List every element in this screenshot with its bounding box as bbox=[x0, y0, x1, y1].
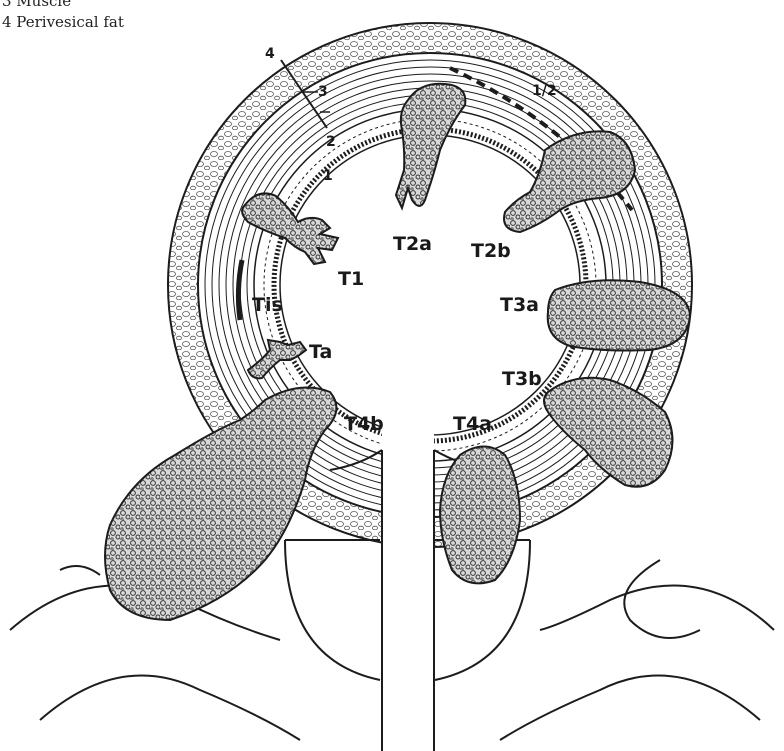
layer-number-1: 1 bbox=[323, 168, 333, 184]
stage-label-t3a: T3a bbox=[500, 294, 539, 316]
stage-label-ta: Ta bbox=[309, 341, 332, 363]
stage-label-t2b: T2b bbox=[471, 240, 511, 262]
tumor-t3a bbox=[548, 280, 690, 350]
stage-label-t4a: T4a bbox=[453, 413, 492, 435]
stage-label-t4b: T4b bbox=[344, 413, 384, 435]
legend-item-muscle: 3 Muscle bbox=[2, 0, 71, 10]
bladder-neck-gap bbox=[382, 420, 434, 570]
layer-number-4: 4 bbox=[265, 46, 275, 62]
layer-number-1-2: 1/2 bbox=[532, 83, 557, 99]
tumor-t4a bbox=[440, 447, 520, 584]
layer-number-2: 2 bbox=[326, 134, 336, 150]
layer-number-3: 3 bbox=[318, 84, 328, 100]
stage-label-t2a: T2a bbox=[393, 233, 432, 255]
stage-label-tis: Tis bbox=[252, 294, 283, 316]
legend-item-perivesical-fat: 4 Perivesical fat bbox=[2, 13, 124, 31]
stage-label-t1: T1 bbox=[338, 268, 364, 290]
stage-label-t3b: T3b bbox=[502, 368, 542, 390]
